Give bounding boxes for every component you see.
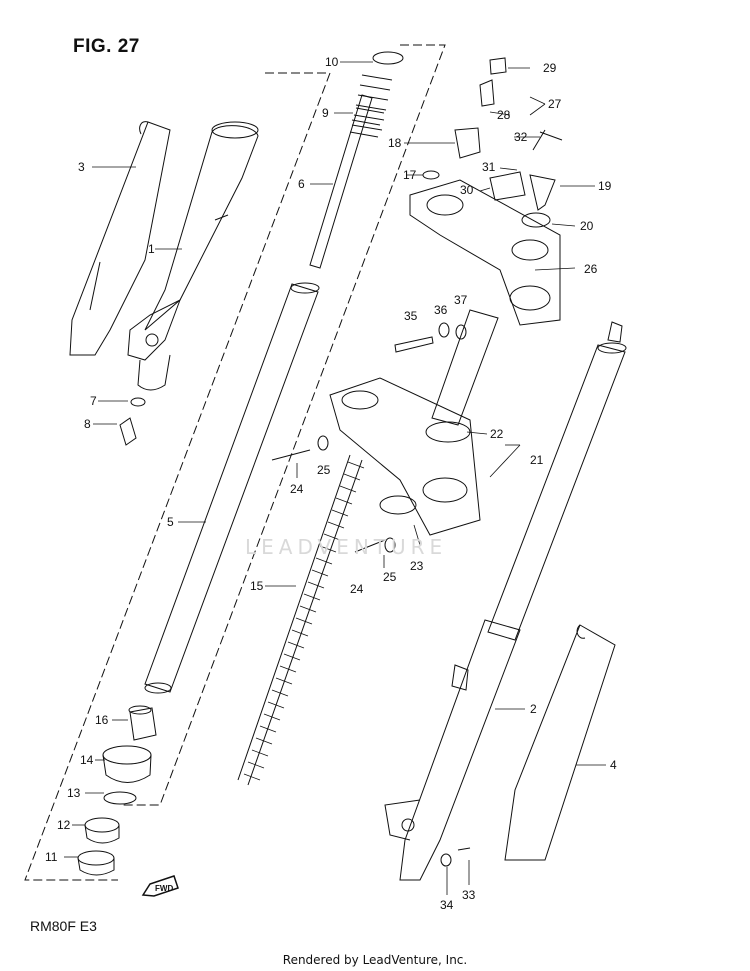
washer-25a xyxy=(317,435,329,451)
callout-9: 9 xyxy=(322,106,329,120)
callout-18: 18 xyxy=(388,136,402,150)
fork-spring-coils xyxy=(243,461,365,781)
washer-34 xyxy=(440,853,452,867)
bolt-33 xyxy=(457,847,471,851)
model-code: RM80F E3 xyxy=(30,918,97,934)
leader-lines xyxy=(64,61,606,895)
o-ring-17 xyxy=(422,170,440,180)
callout-3: 3 xyxy=(78,160,85,174)
callout-5: 5 xyxy=(167,515,174,529)
o-ring xyxy=(372,51,404,65)
callout-14: 14 xyxy=(80,753,94,767)
fwd-label: FWD xyxy=(155,884,173,893)
lower-bracket xyxy=(329,309,499,536)
callout-24b: 24 xyxy=(350,582,364,596)
valve-28 xyxy=(479,79,495,107)
callout-21: 21 xyxy=(530,453,544,467)
callout-2: 2 xyxy=(530,702,537,716)
callout-32: 32 xyxy=(514,130,528,144)
callout-8: 8 xyxy=(84,417,91,431)
damper-rod xyxy=(309,94,385,269)
callout-4: 4 xyxy=(610,758,617,772)
washer-36 xyxy=(438,322,450,338)
callout-6: 6 xyxy=(298,177,305,191)
callout-12: 12 xyxy=(57,818,71,832)
fork-guard-right xyxy=(504,624,616,861)
callout-7: 7 xyxy=(90,394,97,408)
clamp-30 xyxy=(489,171,526,201)
callout-29: 29 xyxy=(543,61,557,75)
bolt-19 xyxy=(529,174,556,211)
callout-25b: 25 xyxy=(383,570,397,584)
render-credit: Rendered by LeadVenture, Inc. xyxy=(282,953,468,967)
callout-17: 17 xyxy=(403,168,417,182)
fork-guard-left xyxy=(69,121,171,356)
callout-25a: 25 xyxy=(317,463,331,477)
callout-31: 31 xyxy=(482,160,496,174)
callout-1: 1 xyxy=(148,242,155,256)
outer-tube-left xyxy=(127,121,259,391)
group-frame-left xyxy=(24,72,331,881)
callout-15: 15 xyxy=(250,579,264,593)
bolt-8 xyxy=(119,417,137,446)
callout-22: 22 xyxy=(490,427,504,441)
callout-26: 26 xyxy=(584,262,598,276)
callout-28: 28 xyxy=(497,108,511,122)
callout-16: 16 xyxy=(95,713,109,727)
bolt-35 xyxy=(394,336,434,353)
callout-27: 27 xyxy=(548,97,562,111)
group-frame-mid xyxy=(120,44,446,806)
washer-20 xyxy=(521,212,551,228)
callout-33: 33 xyxy=(462,888,476,902)
watermark: LEADVENTURE xyxy=(245,535,448,559)
callout-10: 10 xyxy=(325,55,339,69)
callout-20: 20 xyxy=(580,219,594,233)
callout-37: 37 xyxy=(454,293,468,307)
callout-30: 30 xyxy=(460,183,474,197)
callout-23: 23 xyxy=(410,559,424,573)
fwd-arrow-icon: FWD xyxy=(141,875,179,897)
callout-labels: 1 2 3 4 5 6 7 8 9 10 11 12 13 14 15 16 1… xyxy=(45,55,617,912)
figure-title: FIG. 27 xyxy=(73,36,140,57)
callout-36: 36 xyxy=(434,303,448,317)
callout-11: 11 xyxy=(45,850,58,864)
washer-25b xyxy=(384,537,396,553)
fork-spring xyxy=(237,454,363,786)
washer-7 xyxy=(130,397,146,407)
callout-34: 34 xyxy=(440,898,454,912)
bolt-24b xyxy=(354,539,386,553)
callout-19: 19 xyxy=(598,179,612,193)
rebound-spring xyxy=(351,74,393,131)
callout-13: 13 xyxy=(67,786,81,800)
bolt-32 xyxy=(532,129,563,151)
inner-tube-left xyxy=(144,282,320,694)
bleeder-29 xyxy=(489,57,507,75)
washer-37 xyxy=(455,324,467,340)
upper-bracket xyxy=(409,179,561,326)
callout-24a: 24 xyxy=(290,482,304,496)
callout-35: 35 xyxy=(404,309,418,323)
outer-tube-right xyxy=(384,321,627,881)
cap-bolt-18 xyxy=(454,127,481,159)
bolt-24a xyxy=(271,449,311,461)
seal-stack xyxy=(77,705,157,876)
